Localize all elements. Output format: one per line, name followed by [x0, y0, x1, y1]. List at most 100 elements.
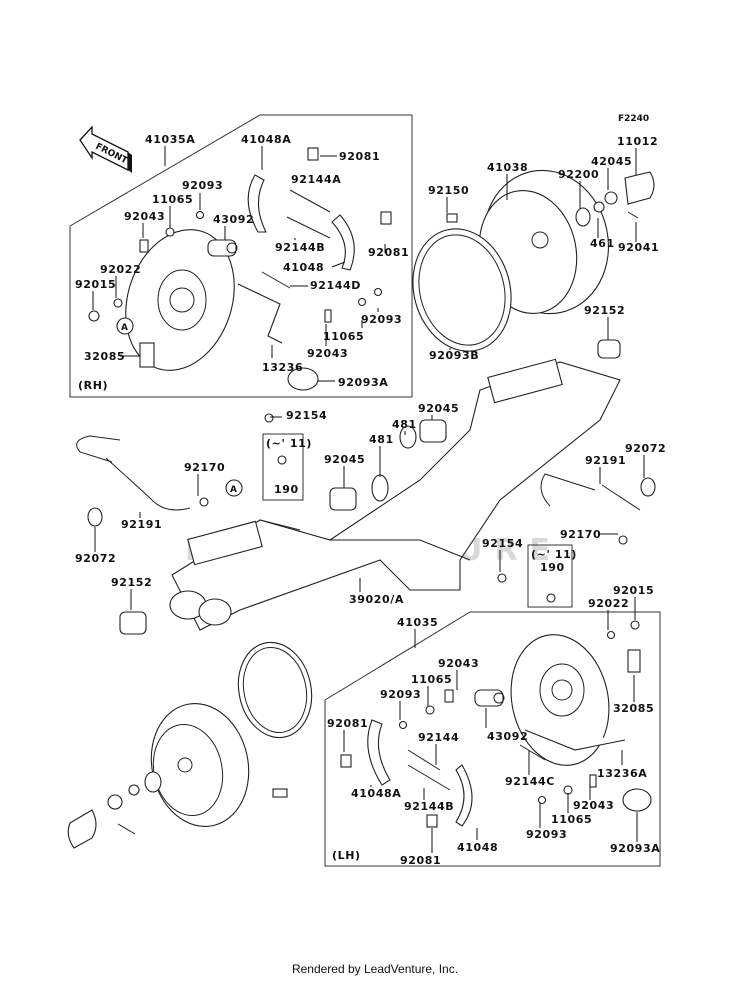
center-part-label: 92170 [560, 528, 601, 541]
center-part-label: 92170 [184, 461, 225, 474]
lh-bushing-92152 [119, 611, 147, 635]
rh-callout-a-label: A [121, 323, 128, 333]
rh-washer-461 [593, 201, 605, 213]
lh-cotter-pin [117, 823, 136, 835]
rh-part-label: 92015 [75, 278, 116, 291]
clamp-92072-right [640, 477, 656, 497]
lh-washer-461 [128, 784, 140, 796]
lh-part-label: 11065 [411, 673, 452, 686]
drum-part-label: 92150 [428, 184, 469, 197]
rh-nut-42045 [604, 191, 618, 205]
lh-part-label: 32085 [613, 702, 654, 715]
lh-part-label: 92081 [400, 854, 441, 867]
lh-spring-92144 [407, 749, 441, 771]
rh-pin [139, 239, 149, 253]
rh-assembly-label: 41035A [145, 133, 195, 146]
drum-part-label: 92041 [618, 241, 659, 254]
rh-part-label: 11065 [323, 330, 364, 343]
lh-seal [622, 788, 652, 812]
rh-brake-shoe-a [247, 174, 267, 233]
lh-assembly-label: 41035 [397, 616, 438, 629]
variant-note-2-range: (~' 11) [531, 548, 577, 561]
clamp-92170-left [199, 497, 209, 507]
variant-note-box-2 [527, 544, 573, 608]
rh-part-label: 92093A [338, 376, 388, 389]
lh-drum-seal [237, 641, 313, 739]
lh-part-label: 41048A [351, 787, 401, 800]
bolt-92154-top [264, 413, 274, 423]
rh-part-label: 43092 [213, 213, 254, 226]
rh-bushing-92152 [597, 339, 621, 359]
rh-seal [287, 367, 319, 391]
rh-part-label: 92081 [368, 246, 409, 259]
center-part-label: 39020/A [349, 593, 404, 606]
lh-part-label: 92043 [573, 799, 614, 812]
rh-cap-11012 [624, 171, 655, 205]
lh-part-label: 92093 [526, 828, 567, 841]
center-part-label: 92154 [482, 537, 523, 550]
drum-part-label: 41038 [487, 161, 528, 174]
rh-part-label: 92093 [361, 313, 402, 326]
lh-spring-92144b [407, 764, 451, 791]
rh-spring-b [286, 216, 331, 239]
rh-spring-a [289, 189, 331, 213]
lh-washer-92200 [144, 771, 162, 793]
rh-part-label: 92093 [182, 179, 223, 192]
rh-spring-d [261, 271, 291, 289]
rh-drum-bolt [446, 213, 458, 223]
rh-cotter-pin [627, 211, 639, 219]
drum-part-label: 92152 [584, 304, 625, 317]
rh-callout-a [116, 317, 134, 335]
lh-brake-shoe-a [367, 719, 391, 786]
lh-part-label: 43092 [487, 730, 528, 743]
lh-part-label: 92015 [613, 584, 654, 597]
variant-note-box-1 [262, 433, 304, 501]
center-part-label: 92154 [286, 409, 327, 422]
lh-clip-32085 [627, 649, 641, 673]
lh-pin [444, 689, 454, 703]
lh-part-label: 92093A [610, 842, 660, 855]
center-part-label: 481 [392, 418, 417, 431]
center-callout-a [225, 479, 243, 497]
lh-part-label: 41048 [457, 841, 498, 854]
rh-part-label: 92144A [291, 173, 341, 186]
clamp-92072-left [87, 507, 103, 527]
rh-part-label: 32085 [84, 350, 125, 363]
lh-part-label: 13236A [597, 767, 647, 780]
drum-part-label: 461 [590, 237, 615, 250]
clamp-92170-right [618, 535, 628, 545]
lh-group-box [324, 611, 661, 867]
lh-part-label: 11065 [551, 813, 592, 826]
rh-part-label: 92144D [310, 279, 361, 292]
rh-clip-right [380, 211, 392, 225]
drum-part-label: 92093B [429, 349, 479, 362]
ring-481-upper [399, 425, 417, 449]
lh-part-label: 92081 [327, 717, 368, 730]
rh-drum-seal [412, 228, 512, 352]
lh-part-label: 92093 [380, 688, 421, 701]
center-part-label: 92152 [111, 576, 152, 589]
rh-backing-plate [125, 229, 235, 371]
front-arrow-icon: FRONT [79, 125, 132, 173]
ring-481-lower [371, 474, 389, 502]
bearing-92045-upper [419, 419, 447, 443]
rh-brake-shoe [331, 214, 355, 271]
rh-group-box [69, 114, 413, 398]
lh-cap-11012 [67, 809, 97, 849]
variant-note-1-range: (~' 11) [266, 437, 312, 450]
rh-clip-32085 [139, 342, 155, 368]
rh-part-label: 92043 [124, 210, 165, 223]
rh-washer [165, 227, 175, 237]
bolt-92154-bottom [497, 573, 507, 583]
lh-part-label: 92043 [438, 657, 479, 670]
rh-part-label: 92144B [275, 241, 325, 254]
hose-92191-left [76, 435, 191, 511]
drum-part-label: 11012 [617, 135, 658, 148]
ref-code: F2240 [618, 114, 649, 124]
lh-spring-92144c [519, 744, 546, 761]
center-part-label: 92191 [585, 454, 626, 467]
center-part-label: 92045 [418, 402, 459, 415]
lh-backing-plate [510, 634, 610, 766]
